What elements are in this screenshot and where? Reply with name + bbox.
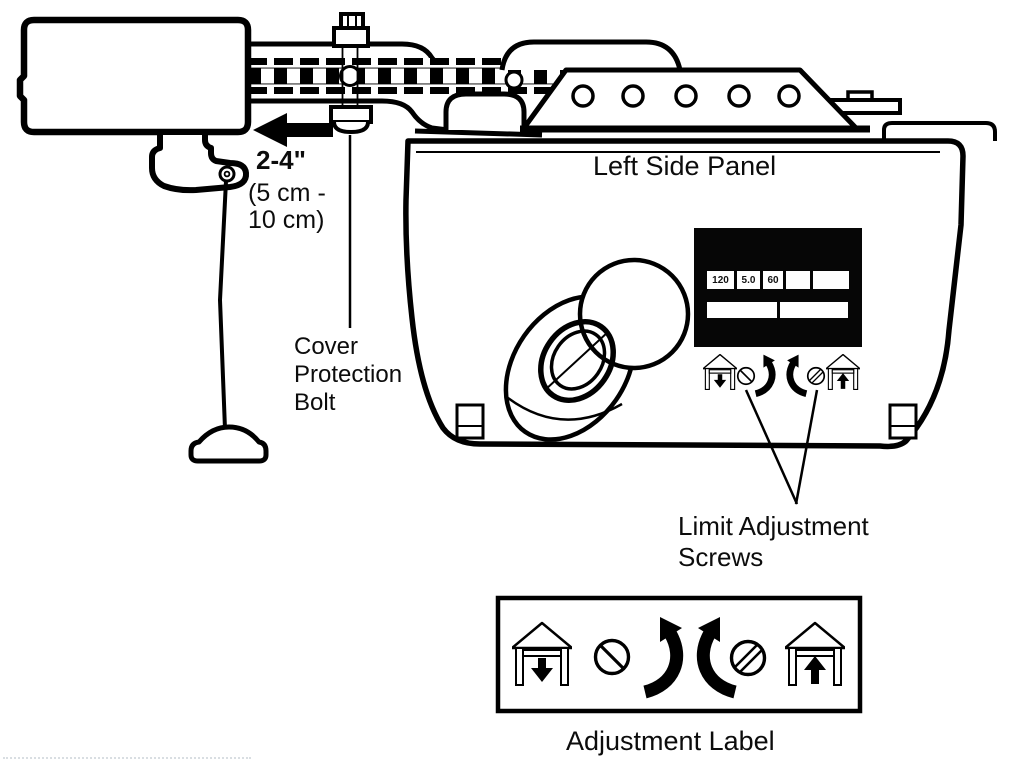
screw-double-slot-icon [729,639,767,677]
screw-double-slot-icon [806,366,826,386]
left-side-panel-label: Left Side Panel [593,151,777,181]
bracket-holes [571,84,801,108]
release-handle [188,424,269,464]
cover-bolt-line3: Bolt [294,389,336,416]
cover-protection-bolt [329,12,373,328]
settings-display-panel [694,228,862,347]
panel-value-1: 120 [712,275,729,286]
cover-bolt-line1: Cover [294,333,359,360]
screw-slot-icon [736,366,756,386]
screw-slot-icon [593,638,631,676]
motor-feet [455,403,918,440]
trolley [16,16,269,464]
adjustment-label-box [495,595,863,714]
motor-unit [403,39,997,505]
limit-screws-line1: Limit Adjustment [678,511,869,541]
light-bulb [577,257,691,371]
limit-screw-leader-lines [744,389,819,505]
distance-label-inches: 2-4" [256,145,306,175]
cover-bolt-line2: Protection [294,361,403,388]
light-bulb-assembly [503,257,691,442]
top-handle [499,39,683,71]
left-arrow-icon [253,113,333,147]
distance-label-cm-2: 10 cm) [248,206,325,234]
panel-value-2: 5.0 [741,275,756,286]
rear-bracket-plate [882,121,997,141]
trolley-release-arm [149,129,250,194]
rail-bracket-hump [443,91,527,130]
panel-value-3: 60 [767,275,779,286]
adjustment-label-caption: Adjustment Label [566,726,775,756]
release-arm-pivot [218,165,236,183]
limit-screws-line2: Screws [678,542,764,572]
chain-idler [504,70,524,90]
distance-label-cm-1: (5 cm - [248,179,326,207]
page-artifact-dots [3,757,251,760]
release-cord [217,180,228,430]
